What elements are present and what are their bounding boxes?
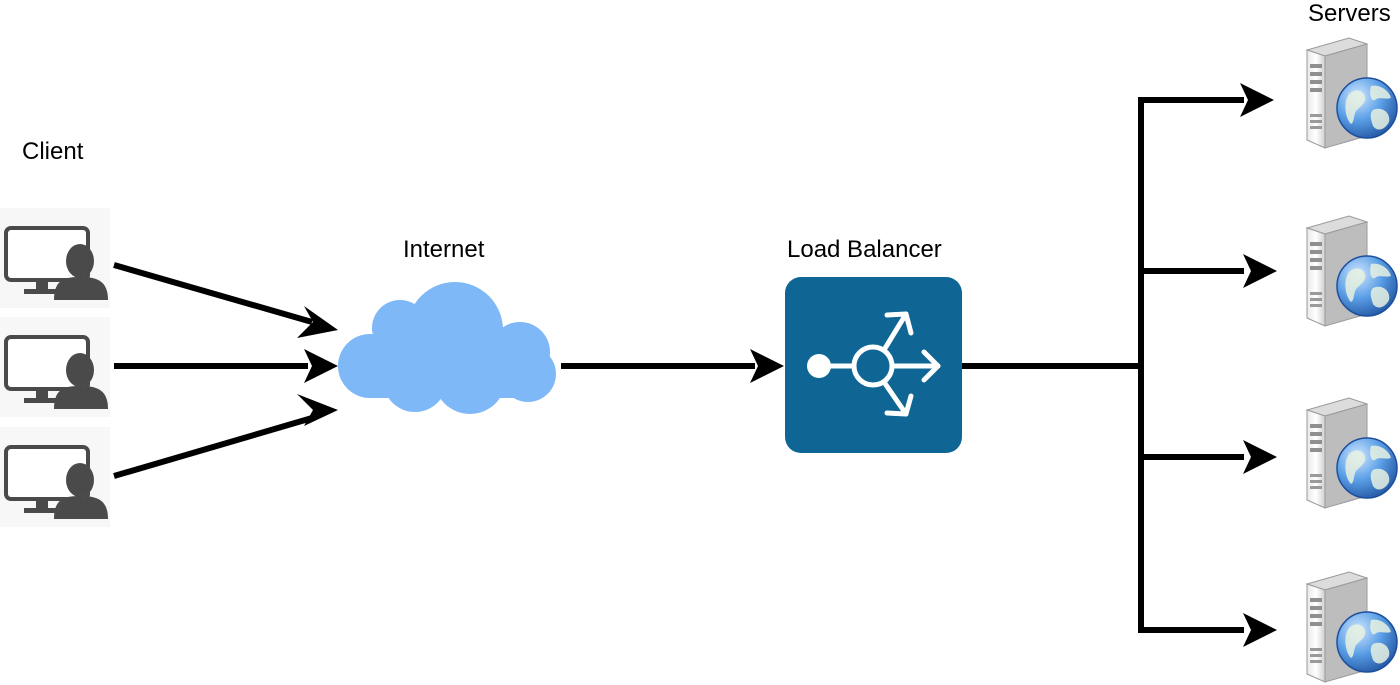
server-1-arrowhead bbox=[1240, 83, 1274, 117]
client-computer-2 bbox=[0, 315, 112, 419]
web-server-icon bbox=[1306, 215, 1398, 327]
server-3-arrowhead bbox=[1243, 440, 1277, 474]
server-2-arrowhead bbox=[1243, 254, 1277, 288]
client-computer-3 bbox=[0, 425, 112, 529]
web-server-icon bbox=[1306, 571, 1398, 683]
load-balancer-label: Load Balancer bbox=[787, 236, 942, 263]
web-server-icon bbox=[1306, 37, 1398, 149]
client-1-arrow-line bbox=[113, 262, 313, 325]
client-computer-1 bbox=[0, 206, 112, 310]
client-1-arrowhead bbox=[297, 306, 338, 338]
server-4-arrowhead bbox=[1243, 613, 1277, 647]
web-server-icon bbox=[1306, 397, 1398, 509]
client-label: Client bbox=[22, 138, 84, 165]
client-2-arrowhead bbox=[304, 349, 338, 383]
internet-to-lb-arrowhead bbox=[750, 349, 784, 383]
client-arrows bbox=[113, 262, 313, 479]
client-3-arrowhead bbox=[297, 394, 338, 426]
cloud-icon bbox=[338, 282, 556, 414]
internet-label: Internet bbox=[403, 236, 485, 263]
servers-label: Servers bbox=[1308, 0, 1391, 27]
client-3-arrow-line bbox=[113, 415, 313, 479]
load-balancer-icon bbox=[785, 277, 962, 453]
